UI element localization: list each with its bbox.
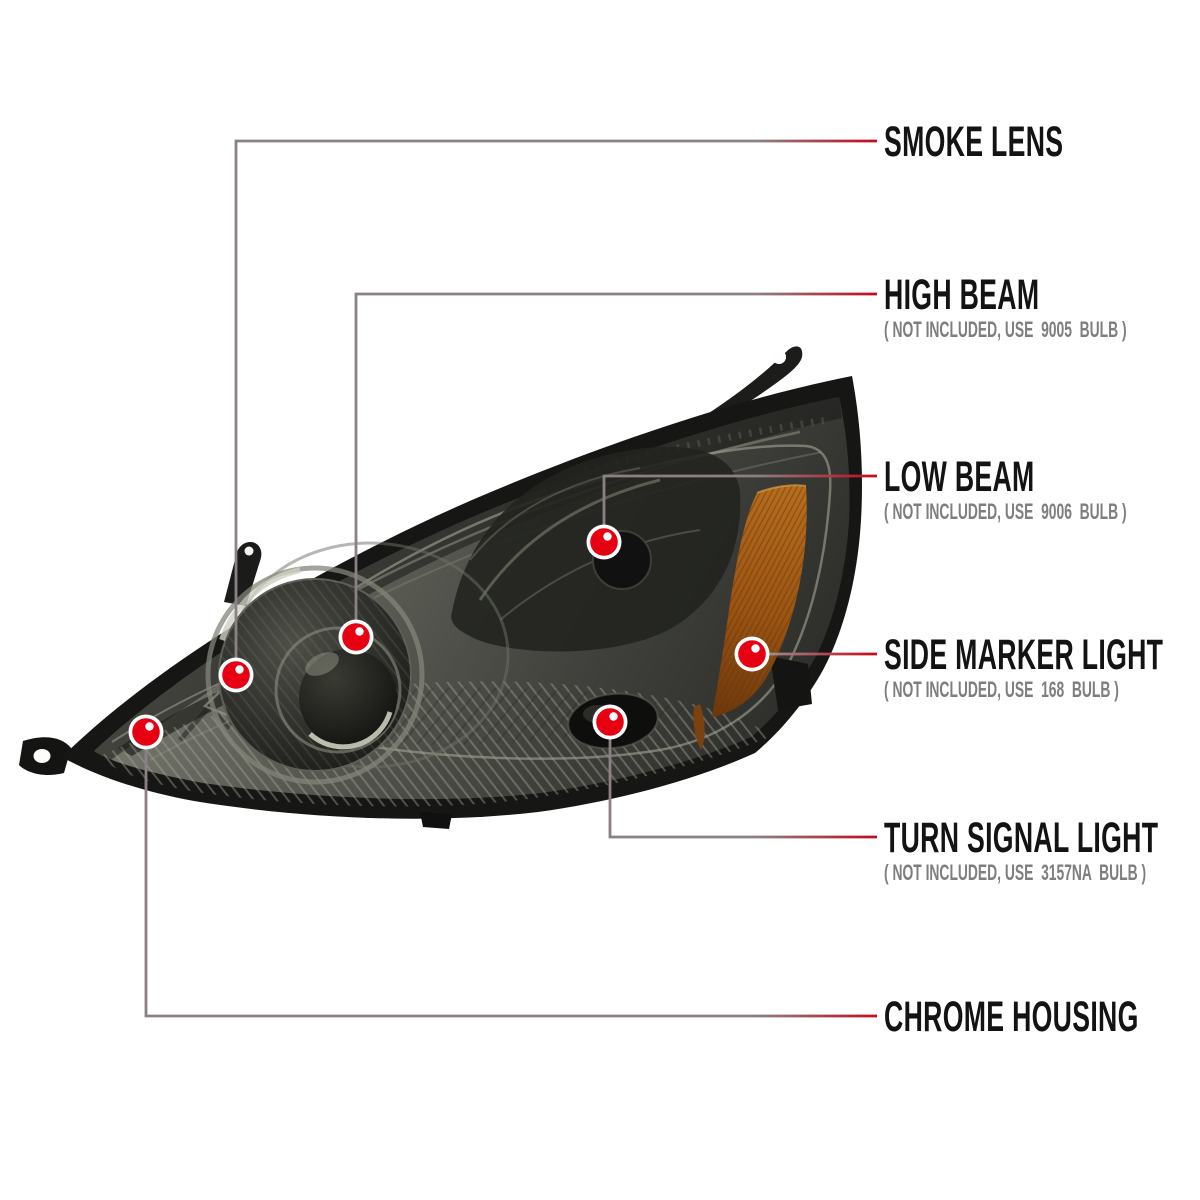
mounting-tab-right-icon [770, 656, 812, 710]
callout-line-turn-signal [608, 722, 877, 839]
marker-low-beam-icon [586, 524, 622, 560]
mounting-tab-bottom-icon [420, 812, 452, 829]
mounting-tab-top-icon [224, 542, 262, 606]
marker-high-beam-icon [338, 619, 374, 655]
callout-line-high-beam [354, 292, 877, 637]
marker-chrome-housing-icon [128, 714, 164, 750]
callout-line-low-beam [602, 474, 877, 542]
marker-smoke-lens-icon [218, 657, 254, 693]
mounting-bracket-top-icon [692, 346, 803, 430]
callout-lines [144, 139, 877, 1018]
mounting-tab-left-icon [19, 737, 71, 776]
callout-markers [128, 524, 770, 750]
callout-line-chrome-housing [144, 732, 877, 1018]
callout-line-smoke-lens [234, 139, 877, 675]
marker-turn-signal-icon [592, 704, 628, 740]
marker-side-marker-icon [734, 636, 770, 672]
top-edge-shadow [94, 397, 842, 762]
